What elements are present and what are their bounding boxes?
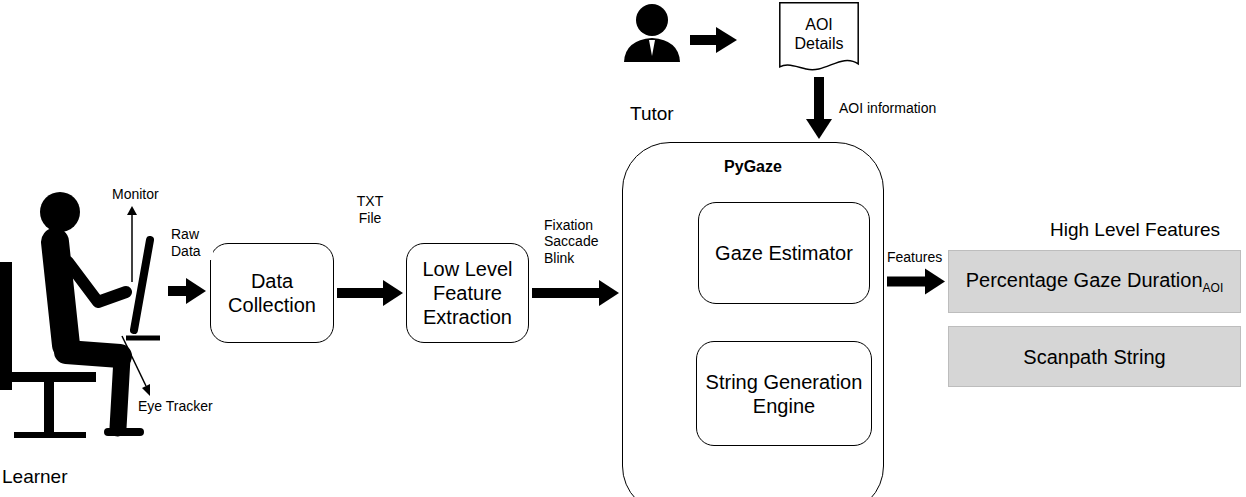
edge-label: Fixation Saccade Blink (544, 217, 616, 267)
node-text: Data Collection (219, 269, 325, 317)
arrow-head (383, 280, 403, 306)
arrow-shaft (814, 77, 824, 120)
text-label: Tutor (630, 103, 674, 126)
node-text: PyGaze (724, 157, 782, 176)
tutor-arrow (690, 27, 737, 53)
component-box: Gaze Estimator (698, 202, 870, 304)
process-box: Low Level Feature Extraction (406, 243, 529, 343)
text-label: Learner (2, 466, 68, 489)
node-text: Low Level Feature Extraction (415, 257, 520, 329)
text-group: Low Level Feature Extraction (407, 257, 528, 329)
raw-data-arrow (168, 278, 206, 304)
tutor-figure (624, 4, 680, 62)
text-group: Gaze Estimator (707, 241, 861, 265)
text-group: AOI Details (779, 15, 859, 53)
document-shape: AOI Details (779, 2, 859, 74)
edge-label: AOI information (839, 100, 936, 117)
text-label: Raw Data (171, 226, 213, 260)
block-arrow (887, 269, 945, 295)
node-text: Gaze Estimator (715, 241, 853, 265)
text-group: Scanpath String (1015, 345, 1173, 369)
block-arrow (337, 280, 403, 306)
text-group: Data Collection (211, 269, 333, 317)
arrow-shaft (887, 277, 926, 287)
feature-box: Percentage Gaze DurationAOI (948, 250, 1241, 313)
text-label: Eye Tracker (138, 398, 213, 415)
component-box: String Generation Engine (696, 341, 872, 446)
node-text: String Generation Engine (705, 370, 863, 418)
learner-figure (0, 192, 140, 438)
edge-label: TXT File (347, 193, 393, 227)
arrow-head (806, 119, 832, 139)
arrow-shaft (532, 288, 600, 298)
feature-box: Scanpath String (948, 326, 1241, 387)
edge-label: Features (887, 249, 942, 266)
block-arrow (806, 77, 832, 139)
arrow-head (599, 280, 619, 306)
node-text: Scanpath String (1023, 345, 1165, 369)
node-text: AOI Details (783, 15, 855, 53)
node-text: Percentage Gaze Duration (966, 269, 1203, 291)
text-label: Monitor (112, 186, 159, 203)
monitor-symbol (122, 206, 160, 396)
block-arrow (532, 280, 619, 306)
arrow-shaft (337, 288, 384, 298)
text-group: Percentage Gaze DurationAOI (958, 268, 1231, 295)
arrow-head (925, 269, 945, 295)
module-container: PyGazeGaze EstimatorString Generation En… (622, 142, 884, 497)
text-label: High Level Features (1050, 219, 1220, 242)
text-group: PyGaze (716, 157, 790, 176)
subscript-text: AOI (1203, 281, 1224, 295)
process-box: Data Collection (210, 243, 334, 343)
text-group: String Generation Engine (697, 370, 871, 418)
